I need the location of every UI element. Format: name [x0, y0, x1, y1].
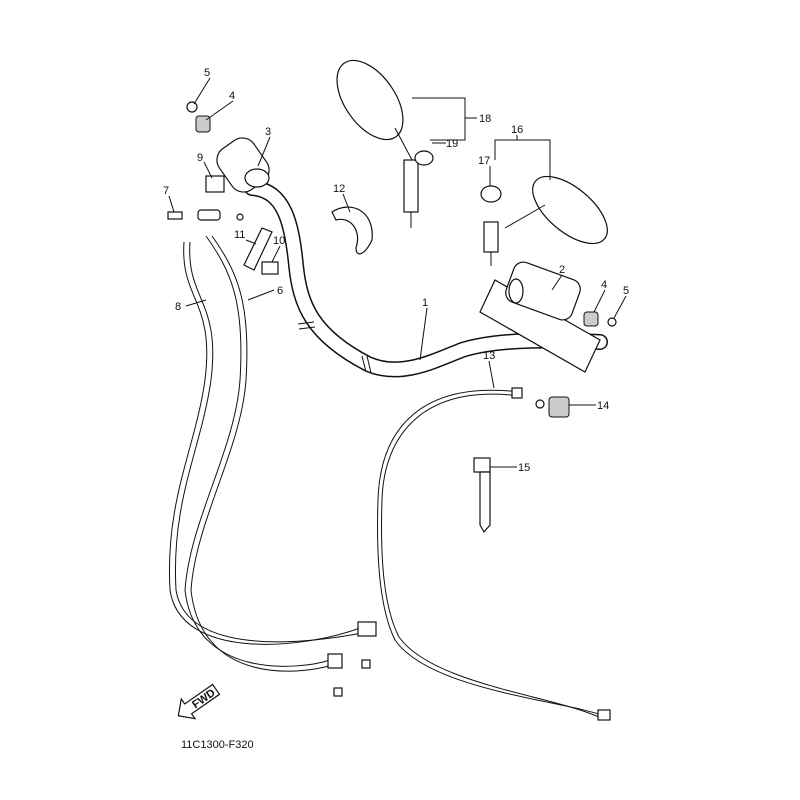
callout-3: 3 [265, 126, 271, 138]
callout-14: 14 [597, 400, 609, 412]
diagram-code: 11C1300-F320 [181, 739, 254, 751]
callout-6: 6 [277, 285, 283, 297]
callout-8: 8 [175, 301, 181, 313]
callout-17: 17 [478, 155, 490, 167]
clamp-11[interactable] [243, 227, 273, 271]
callout-16: 16 [511, 124, 523, 136]
callout-2: 2 [559, 264, 565, 276]
cable-13[interactable] [377, 387, 611, 721]
callout-19: 19 [446, 138, 458, 150]
bar-end-weight-right[interactable] [583, 311, 617, 327]
throttle-cables[interactable] [168, 235, 377, 697]
clamp-10[interactable] [261, 261, 279, 275]
callout-15: 15 [518, 462, 530, 474]
throttle-grip[interactable] [186, 101, 275, 198]
callout-9: 9 [197, 152, 203, 164]
mirror-left-18[interactable] [324, 49, 434, 228]
switch-14[interactable] [535, 396, 570, 418]
cable-joint[interactable] [197, 209, 244, 221]
callout-5-right: 5 [623, 285, 629, 297]
handlebar[interactable] [244, 180, 608, 378]
leader-lines [168, 77, 627, 468]
clamp-12[interactable] [331, 206, 373, 255]
screw-7[interactable] [167, 211, 183, 220]
callout-4-right: 4 [601, 279, 607, 291]
callout-11: 11 [234, 229, 245, 241]
fwd-arrow-icon: FWD [177, 683, 221, 720]
right-grip[interactable] [479, 259, 601, 373]
callout-4: 4 [229, 90, 235, 102]
callout-13: 13 [483, 350, 495, 362]
callouts: 5 4 3 9 7 12 11 10 8 6 1 18 19 16 17 2 4… [163, 67, 629, 474]
callout-1: 1 [422, 297, 428, 309]
callout-7: 7 [163, 185, 169, 197]
mirror-right-16[interactable] [480, 164, 619, 266]
cable-tie-15[interactable] [473, 457, 491, 534]
callout-12: 12 [333, 183, 345, 195]
callout-10: 10 [273, 235, 285, 247]
cable-guide-9[interactable] [205, 175, 225, 193]
callout-5: 5 [204, 67, 210, 79]
callout-18: 18 [479, 113, 491, 125]
